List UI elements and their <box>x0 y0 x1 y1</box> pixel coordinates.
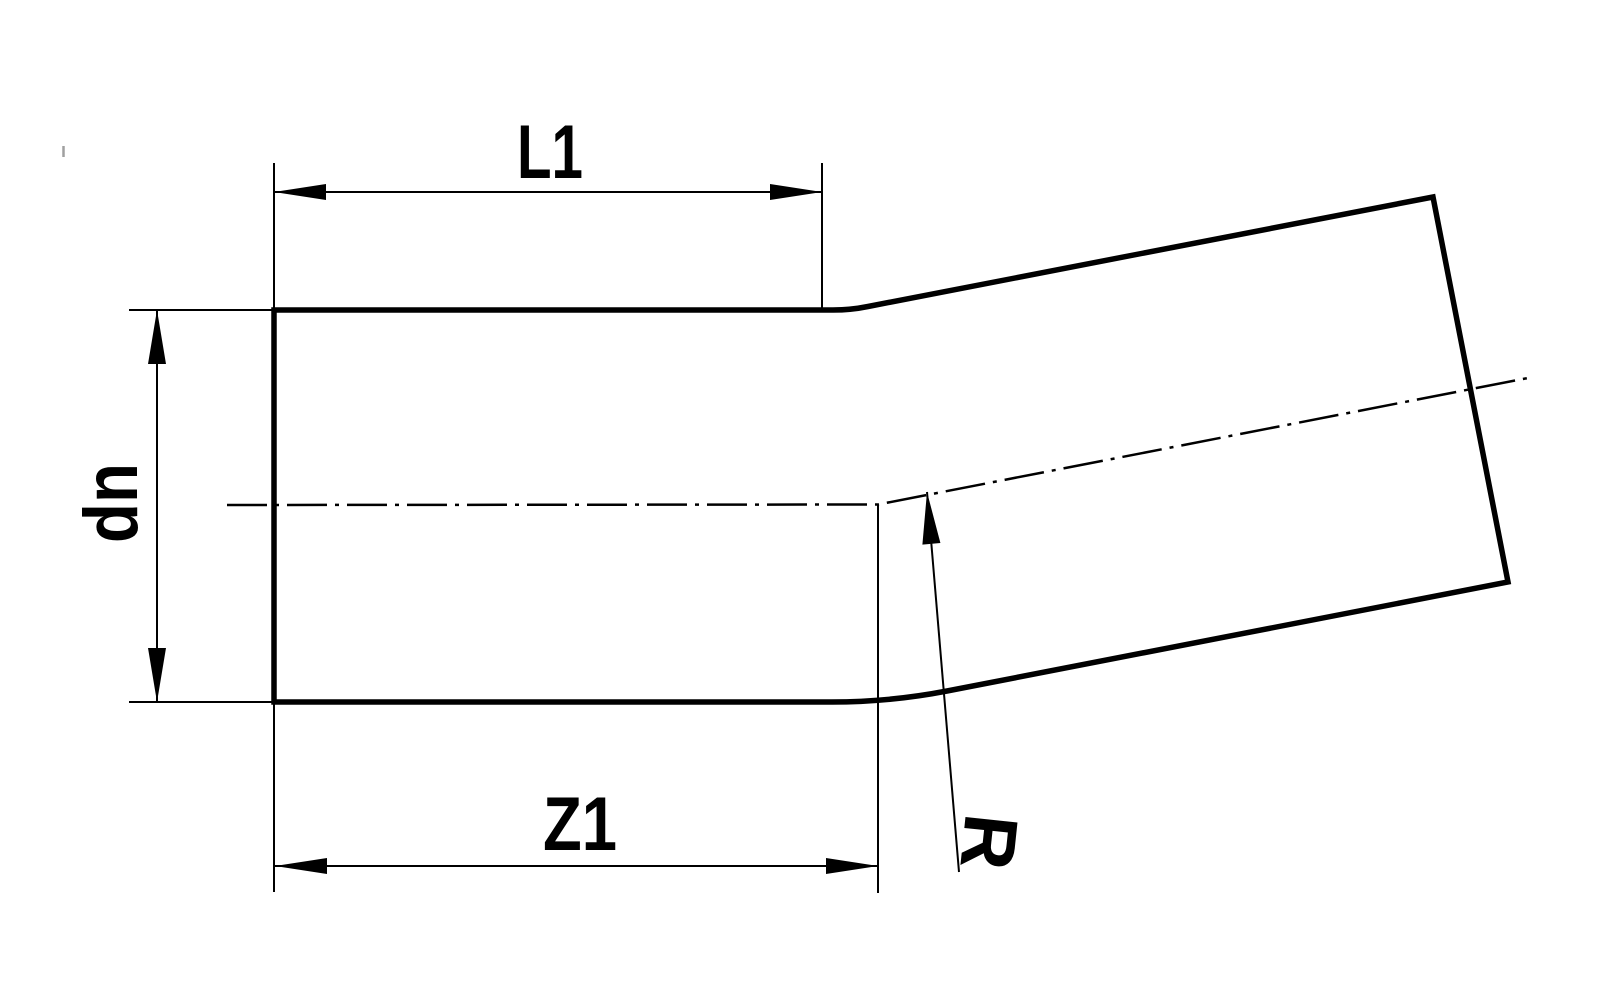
dn-arrowhead-bottom <box>148 648 166 702</box>
r-dimension-label: R <box>943 810 1033 873</box>
z1-arrowhead-right <box>826 858 878 874</box>
l1-arrowhead-right <box>770 184 822 200</box>
l1-arrowhead-left <box>274 184 326 200</box>
z1-dimension-label: Z1 <box>543 782 617 867</box>
l1-dimension-label: L1 <box>517 110 583 195</box>
pipe-outline <box>271 193 1512 705</box>
dn-dimension-label: dn <box>69 463 154 543</box>
z1-arrowhead-left <box>275 858 327 874</box>
dn-arrowhead-top <box>148 310 166 364</box>
r-arrowhead <box>922 492 941 545</box>
r-radius-line <box>926 491 960 873</box>
pipe-centerline <box>226 376 1529 507</box>
